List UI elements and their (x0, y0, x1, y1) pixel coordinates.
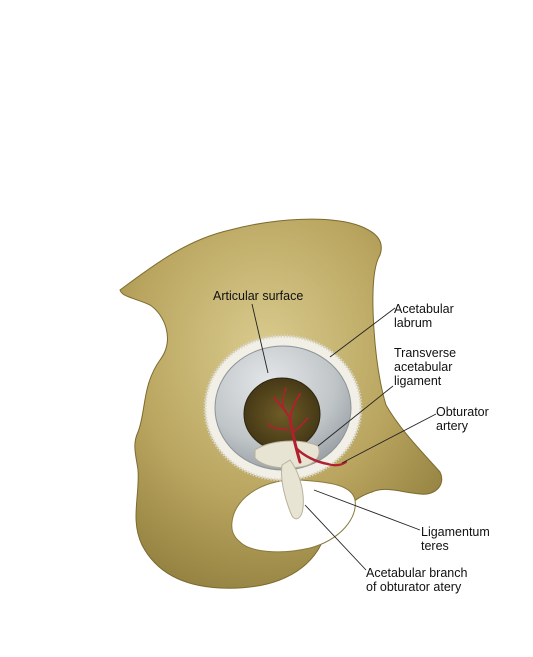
label-ligamentum-teres: Ligamentum teres (421, 525, 490, 553)
leader-lines (251, 303, 437, 571)
label-acetabular-labrum: Acetabular labrum (394, 302, 454, 330)
label-transverse-acetabular-ligament: Transverse acetabular ligament (394, 346, 457, 388)
label-articular-surface: Articular surface (213, 289, 304, 303)
acetabular-branch-artery (267, 387, 348, 467)
acetabular-fossa (243, 377, 321, 451)
transverse-ligament-shape (254, 440, 320, 469)
label-obturator-artery: Obturator artery (436, 405, 489, 433)
ligamentum-teres-shape (281, 459, 304, 520)
label-acetabular-branch: Acetabular branch of obturator atery (366, 566, 468, 594)
